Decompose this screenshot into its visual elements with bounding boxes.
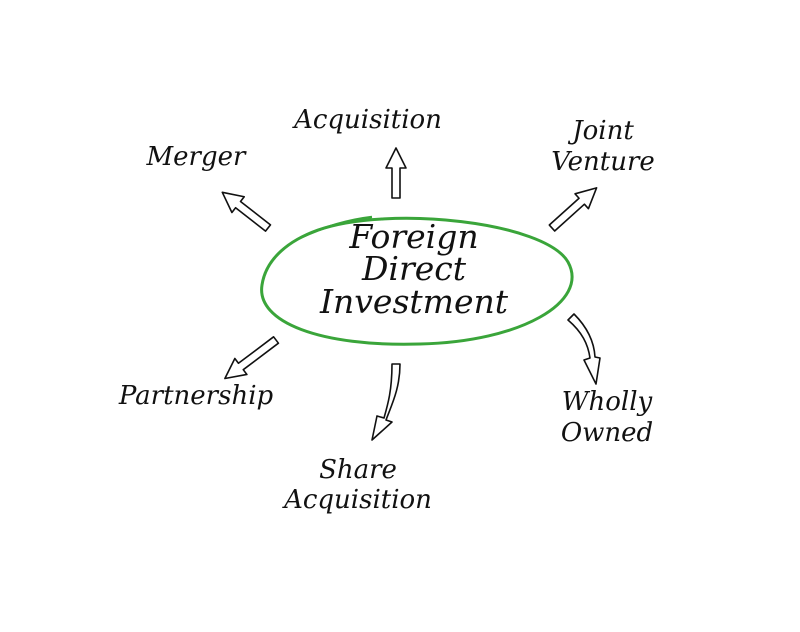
arrow-to-wholly-owned bbox=[567, 313, 601, 385]
arrow-to-acquisition bbox=[385, 147, 407, 199]
center-ellipse bbox=[260, 215, 574, 346]
node-label-acquisition: Acquisition bbox=[292, 105, 442, 135]
center-ellipse-stroke-overlap bbox=[299, 215, 373, 240]
node-label-wholly-owned-line-2: Owned bbox=[561, 418, 653, 448]
center-label-line-3: Investment bbox=[319, 282, 509, 321]
node-label-share-acquisition-line-2: Acquisition bbox=[282, 485, 432, 515]
arrow-to-partnership-shape bbox=[224, 336, 280, 380]
arrow-to-joint-venture bbox=[548, 187, 598, 232]
arrow-to-joint-venture-shape bbox=[548, 187, 598, 232]
center-label-line-1: Foreign bbox=[348, 217, 478, 256]
center-ellipse-ring bbox=[260, 216, 574, 346]
arrow-to-partnership bbox=[224, 336, 280, 380]
node-label-share-acquisition-line-1: Share bbox=[319, 455, 397, 485]
arrow-to-wholly-owned-shape bbox=[567, 313, 601, 385]
arrow-to-merger-shape bbox=[221, 191, 272, 232]
node-label-merger: Merger bbox=[146, 142, 247, 172]
node-label-partnership: Partnership bbox=[118, 381, 274, 411]
arrow-to-acquisition-shape bbox=[385, 147, 407, 199]
node-label-wholly-owned-line-1: Wholly bbox=[562, 387, 653, 417]
center-label: Foreign Direct Investment bbox=[319, 217, 509, 321]
center-label-line-2: Direct bbox=[361, 249, 467, 288]
arrow-to-share-acquisition-shape bbox=[371, 363, 401, 441]
node-label-joint-venture-line-2: Venture bbox=[551, 147, 655, 177]
arrow-to-merger bbox=[221, 191, 272, 232]
node-label-joint-venture-line-1: Joint bbox=[567, 116, 634, 146]
arrow-to-share-acquisition bbox=[371, 363, 401, 441]
